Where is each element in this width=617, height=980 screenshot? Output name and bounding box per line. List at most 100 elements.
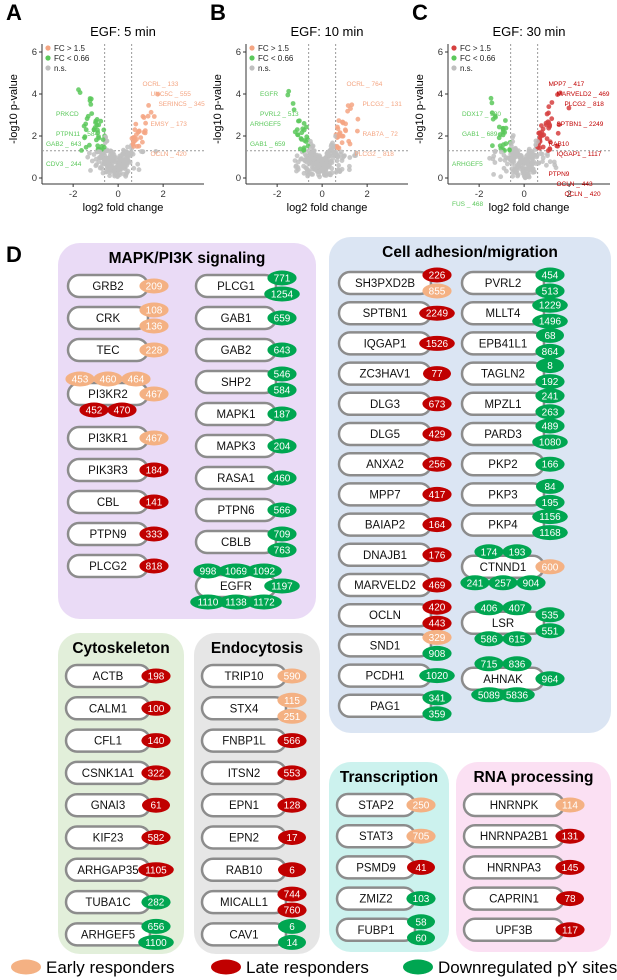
panel-letter: B: [210, 0, 226, 25]
site-label: 1229: [539, 301, 562, 312]
phospho-site: [502, 631, 532, 647]
gene-annotation: SPTBN1 _ 2249: [556, 121, 603, 128]
site-label: 673: [429, 399, 446, 410]
protein-name: HNRNPK: [490, 800, 539, 812]
phospho-site: [422, 645, 452, 661]
site-label: 140: [148, 736, 165, 747]
data-point: [89, 111, 95, 116]
phospho-site: [535, 283, 565, 299]
data-point: [148, 109, 154, 115]
protein-name: PSMD9: [356, 862, 396, 874]
site-label: 467: [146, 390, 163, 401]
data-point: [514, 167, 520, 173]
phospho-site: [139, 526, 169, 542]
gene-annotation: ARHGEF5: [452, 161, 483, 168]
site-label: 586: [481, 634, 498, 645]
phospho-site: [139, 430, 169, 446]
data-point: [297, 146, 303, 152]
phospho-site: [139, 318, 169, 334]
gene-annotation: IQGAP1 _ 1117: [556, 151, 601, 158]
gene-annotation: PTPN11 _ 584: [56, 131, 99, 138]
site-label: 420: [429, 603, 446, 614]
site-label: 964: [542, 674, 559, 685]
phospho-site: [499, 687, 535, 703]
site-label: 193: [509, 547, 526, 558]
phospho-site: [141, 733, 171, 749]
data-point: [487, 155, 492, 161]
site-label: 174: [481, 547, 498, 558]
site-label: 582: [148, 833, 165, 844]
phospho-site: [277, 733, 307, 749]
gene-annotation: EMSY _ 173: [150, 121, 187, 128]
protein-pill: [460, 512, 546, 537]
site-label: 166: [542, 460, 559, 471]
data-point: [518, 157, 524, 162]
data-point: [490, 143, 495, 149]
protein-name: RASA1: [217, 473, 255, 485]
data-point: [301, 121, 307, 126]
site-label: 590: [284, 672, 301, 683]
data-point: [530, 166, 536, 172]
data-point: [334, 158, 340, 164]
site-label: 100: [148, 704, 165, 715]
legend-label: FC > 1.5: [54, 44, 85, 53]
legend-marker: [249, 55, 255, 61]
data-point: [512, 146, 518, 152]
phospho-site: [422, 456, 452, 472]
site-label: 1105: [145, 865, 167, 876]
phospho-site: [277, 765, 307, 781]
protein-name: ITSN2: [228, 768, 261, 780]
data-point: [95, 143, 101, 149]
data-point: [132, 138, 138, 144]
gene-annotation: GAB1 _ 689: [462, 131, 498, 138]
protein-name: MAPK1: [217, 409, 256, 421]
phospho-site: [141, 668, 171, 684]
protein-name: ACTB: [93, 671, 124, 683]
protein-name: OCLN: [369, 610, 401, 622]
data-point: [316, 156, 322, 161]
data-point: [286, 88, 292, 94]
site-label: 643: [274, 346, 291, 357]
data-point: [347, 167, 352, 173]
phospho-site: [277, 886, 307, 902]
protein-name: EPB41L1: [479, 338, 528, 350]
data-point: [347, 163, 352, 169]
panel-letter: C: [412, 0, 428, 25]
protein-name: ZC3HAV1: [360, 369, 411, 381]
data-point: [349, 102, 355, 108]
site-label: 760: [284, 906, 301, 917]
site-label: 2249: [426, 309, 449, 320]
site-label: 241: [542, 391, 559, 402]
data-point: [128, 151, 134, 157]
gene-annotation: ARHGEF5: [250, 121, 281, 128]
data-point: [500, 132, 506, 138]
plot-title: EGF: 5 min: [90, 24, 156, 39]
phospho-site: [535, 404, 565, 420]
data-point: [540, 159, 545, 165]
protein-name: MAPK3: [217, 441, 256, 453]
site-label: 77: [431, 369, 443, 380]
data-point: [355, 128, 360, 134]
gene-annotation: RAB10: [548, 141, 569, 148]
site-label: 584: [274, 386, 291, 397]
site-label: 128: [284, 801, 301, 812]
protein-name: IQGAP1: [364, 338, 407, 350]
data-point: [346, 138, 352, 144]
phospho-site: [267, 310, 297, 326]
y-tick-label: 6: [438, 47, 443, 58]
phospho-site: [535, 623, 565, 639]
site-label: 322: [148, 768, 165, 779]
site-label: 14: [286, 938, 298, 949]
site-label: 359: [429, 709, 446, 720]
site-label: 1100: [145, 938, 167, 949]
protein-name: TUBA1C: [85, 897, 130, 909]
data-point: [498, 174, 504, 180]
protein-name: MPP7: [369, 489, 400, 501]
data-point: [290, 101, 296, 106]
phospho-site: [193, 563, 223, 579]
phospho-site: [535, 559, 565, 575]
site-label: 61: [150, 801, 162, 812]
phospho-site: [267, 502, 297, 518]
